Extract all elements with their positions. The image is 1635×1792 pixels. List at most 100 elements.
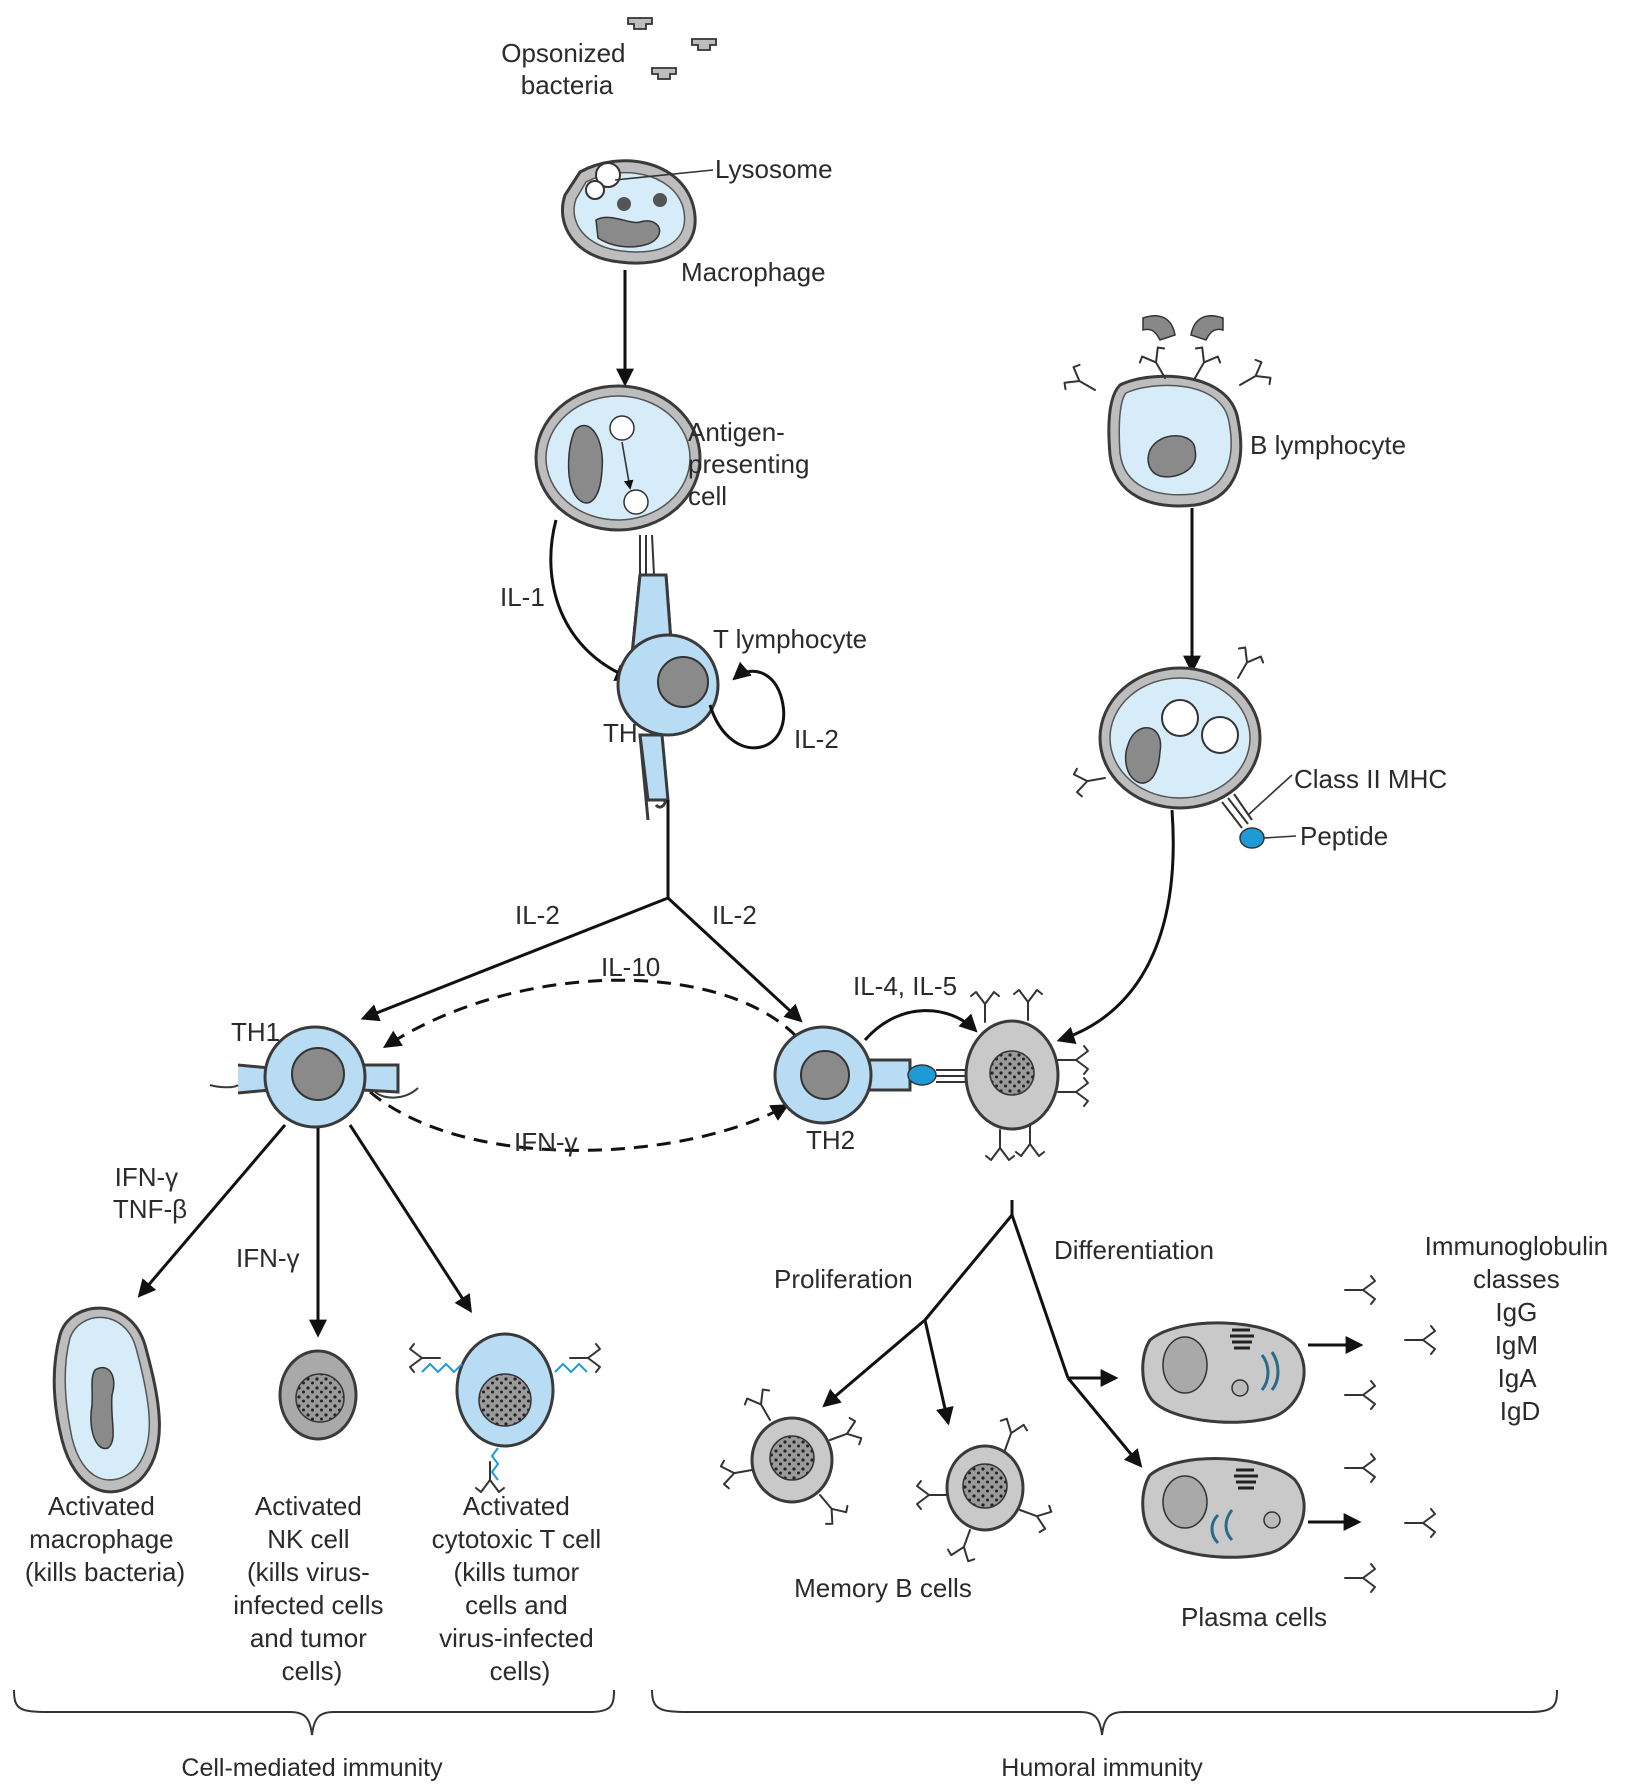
ifn-tnf-label: IFN-γ TNF-β bbox=[113, 1162, 187, 1224]
label-line: classes bbox=[1473, 1264, 1560, 1294]
antibody-icon bbox=[1072, 763, 1109, 798]
activated-macrophage-cell bbox=[52, 1306, 161, 1494]
plasma-cell bbox=[1141, 1457, 1306, 1559]
label-line: cells and bbox=[465, 1590, 568, 1620]
th1-to-ctl-arrow bbox=[348, 1124, 472, 1314]
antigen-presenting-b-cell bbox=[1072, 644, 1267, 849]
label-line: IgG bbox=[1495, 1297, 1537, 1327]
label-line: and tumor bbox=[250, 1623, 367, 1653]
antibody-icon bbox=[985, 1129, 1015, 1161]
to-memory-b2-arrow bbox=[923, 1319, 954, 1426]
plasma-cells-label: Plasma cells bbox=[1181, 1602, 1327, 1632]
label-line: macrophage bbox=[29, 1524, 174, 1554]
humoral-brace bbox=[651, 1689, 1558, 1736]
label-line: cells) bbox=[490, 1656, 551, 1686]
label-line: (kills tumor bbox=[454, 1557, 580, 1587]
lysosome-leader bbox=[614, 169, 714, 181]
label-line: Activated bbox=[255, 1491, 362, 1521]
presenting-b-to-activated-b-arrow bbox=[1056, 809, 1175, 1044]
to-memory-b1-arrow bbox=[822, 1318, 926, 1408]
class-ii-mhc-label: Class II MHC bbox=[1294, 764, 1447, 794]
macrophage-cell bbox=[560, 159, 697, 265]
bacterium-icon bbox=[691, 38, 717, 51]
antibody-icon bbox=[916, 1480, 948, 1510]
differentiation-label: Differentiation bbox=[1054, 1235, 1214, 1265]
t-lymphocyte-label: T lymphocyte bbox=[713, 624, 867, 654]
proliferation-line bbox=[923, 1214, 1014, 1321]
label-line: Opsonized bbox=[501, 38, 625, 68]
secreted-antibodies-group bbox=[1344, 1275, 1436, 1593]
il10-label: IL-10 bbox=[601, 952, 660, 982]
label-line: (kills virus- bbox=[247, 1557, 370, 1587]
label-line: TNF-β bbox=[113, 1194, 187, 1224]
antibody-icon bbox=[1057, 1045, 1089, 1075]
antigen-presenting-cell bbox=[534, 384, 702, 613]
opsonized-bacteria bbox=[627, 17, 717, 80]
label-line: cells) bbox=[282, 1656, 343, 1686]
label-line: cell bbox=[688, 481, 727, 511]
memory-b-cell bbox=[916, 1416, 1054, 1564]
th1-cell bbox=[209, 1025, 419, 1129]
il2-loop-label: IL-2 bbox=[794, 724, 839, 754]
th-label: TH bbox=[603, 718, 638, 748]
antibody-icon bbox=[1232, 356, 1274, 399]
il2-left-label: IL-2 bbox=[515, 900, 560, 930]
antibody-icon bbox=[1344, 1380, 1376, 1410]
il4-il5-arrow bbox=[863, 1009, 978, 1041]
antibody-icon bbox=[1344, 1453, 1376, 1483]
label-line: Antigen- bbox=[688, 417, 785, 447]
b-lymphocyte-cell bbox=[1061, 314, 1274, 508]
activated-b-cell bbox=[964, 989, 1089, 1161]
antibody-icon bbox=[1404, 1325, 1436, 1355]
differentiation-line bbox=[1010, 1214, 1070, 1379]
label-line: (kills bacteria) bbox=[25, 1557, 185, 1587]
th1-label: TH1 bbox=[231, 1017, 280, 1047]
humoral-immunity-label: Humoral immunity bbox=[1001, 1754, 1203, 1782]
ifn-gamma-nk-label: IFN-γ bbox=[236, 1243, 300, 1273]
label-line: IFN-γ bbox=[115, 1162, 179, 1192]
il2-autocrine-arrow bbox=[708, 661, 786, 750]
th2-cell bbox=[773, 1025, 990, 1125]
label-line: IgD bbox=[1500, 1396, 1540, 1426]
activated-nk-label: Activated NK cell (kills virus- infected… bbox=[233, 1491, 391, 1686]
antibody-icon bbox=[1057, 1077, 1089, 1107]
activated-nk-cell bbox=[278, 1349, 358, 1441]
bacterium-icon bbox=[627, 17, 653, 30]
antibody-icon bbox=[970, 991, 1000, 1023]
peptide-label: Peptide bbox=[1300, 821, 1388, 851]
activated-ctl-cell bbox=[409, 1332, 601, 1493]
label-line: NK cell bbox=[267, 1524, 349, 1554]
il2-right-label: IL-2 bbox=[712, 900, 757, 930]
immunoglobulin-classes-label: Immunoglobulin classes IgG IgM IgA IgD bbox=[1425, 1231, 1616, 1426]
label-line: Activated bbox=[48, 1491, 155, 1521]
opsonized-bacteria-label: Opsonized bacteria bbox=[501, 38, 633, 100]
activated-macrophage-label: Activated macrophage (kills bacteria) bbox=[25, 1491, 185, 1587]
antibody-icon bbox=[945, 1524, 985, 1564]
memory-b-cells-label: Memory B cells bbox=[794, 1573, 972, 1603]
class-ii-mhc-leader bbox=[1247, 774, 1293, 816]
antibody-icon bbox=[475, 1461, 505, 1493]
th2-label: TH2 bbox=[806, 1125, 855, 1155]
label-line: IgM bbox=[1495, 1330, 1538, 1360]
to-plasma2-arrow bbox=[1066, 1377, 1143, 1468]
activated-ctl-label: Activated cytotoxic T cell (kills tumor … bbox=[432, 1491, 609, 1686]
antibody-icon bbox=[1224, 644, 1267, 686]
il1-arrow bbox=[549, 519, 634, 681]
lysosome-label: Lysosome bbox=[715, 154, 833, 184]
antibody-icon bbox=[1061, 361, 1103, 404]
ifn-gamma-dashed-arrow bbox=[369, 1090, 790, 1152]
label-line: Immunoglobulin bbox=[1425, 1231, 1609, 1261]
il2-to-th1-arrow bbox=[360, 896, 669, 1022]
antibody-icon bbox=[719, 1455, 756, 1490]
macrophage-label: Macrophage bbox=[681, 257, 826, 287]
antibody-icon bbox=[1344, 1563, 1376, 1593]
antibody-icon bbox=[1344, 1275, 1376, 1305]
cell-mediated-brace bbox=[13, 1689, 615, 1736]
antibody-icon bbox=[1404, 1508, 1436, 1538]
il4-il5-label: IL-4, IL-5 bbox=[853, 971, 957, 1001]
il10-dashed-arrow bbox=[382, 978, 798, 1048]
label-line: IgA bbox=[1498, 1363, 1538, 1393]
label-line: virus-infected bbox=[439, 1623, 594, 1653]
plasma-cell bbox=[1141, 1321, 1306, 1424]
